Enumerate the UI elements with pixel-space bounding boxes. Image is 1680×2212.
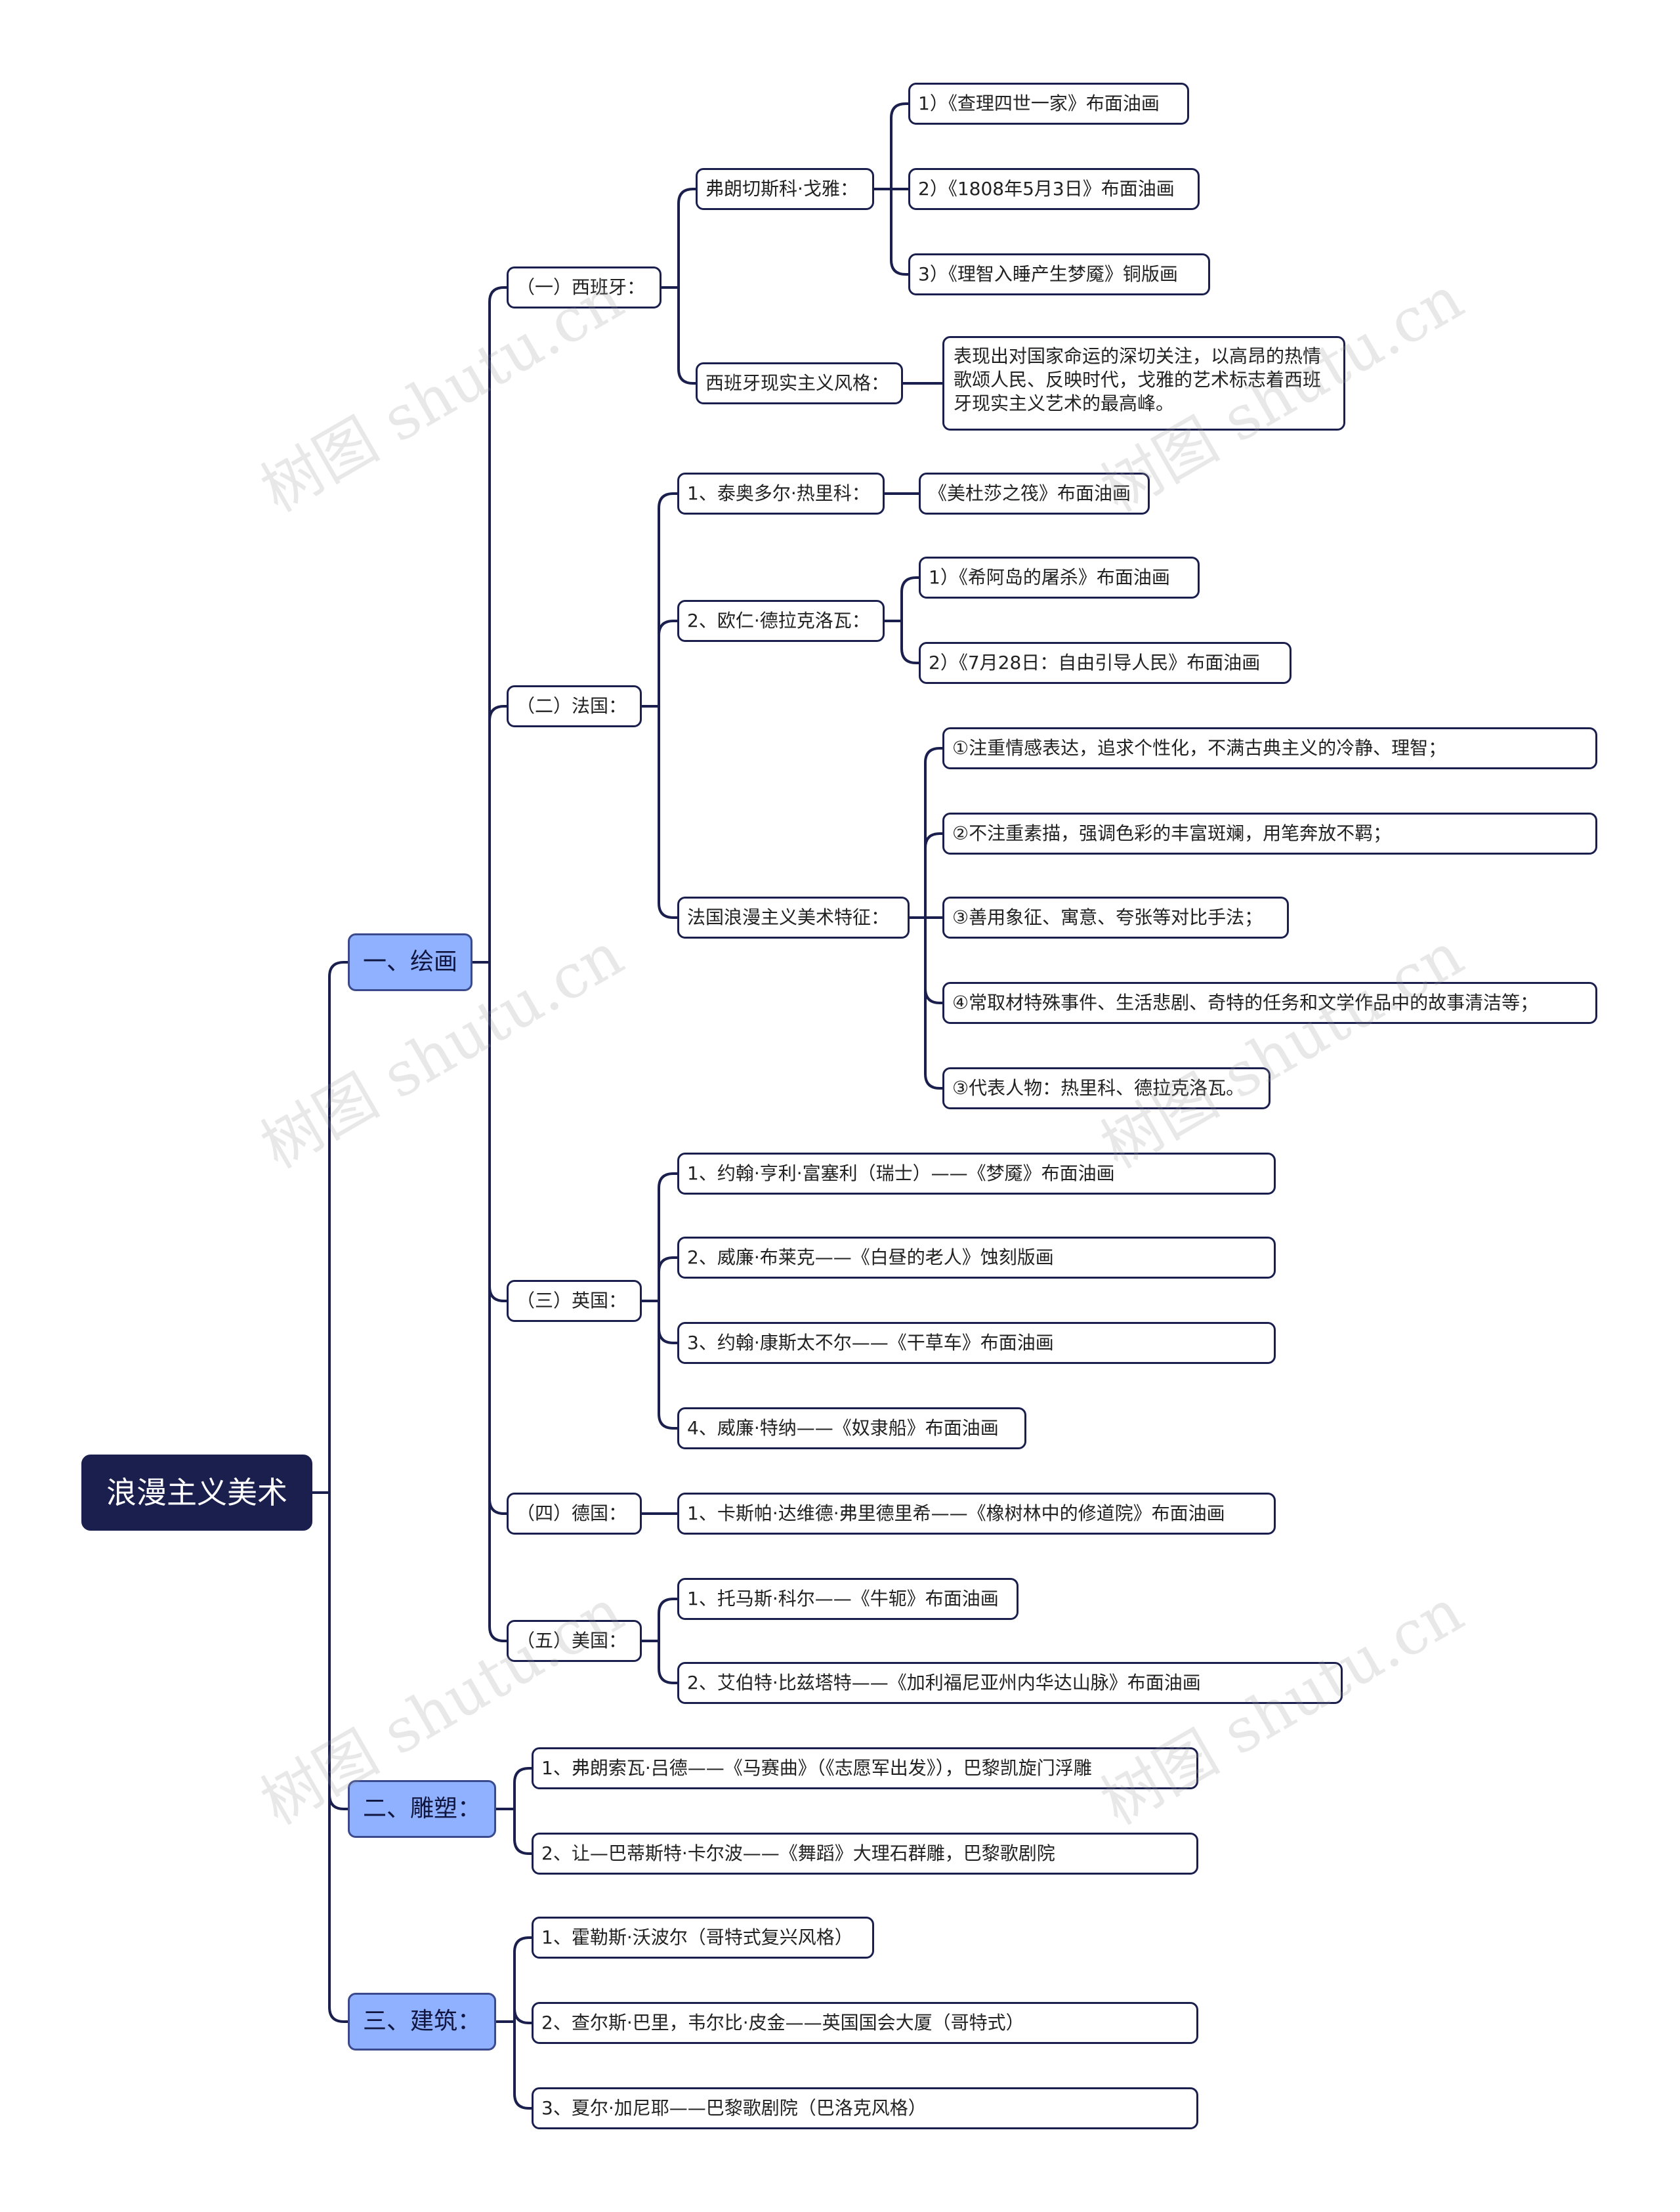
america-node[interactable]: （五）美国： [507,1620,642,1662]
architecture-item[interactable]: 1、霍勒斯·沃波尔（哥特式复兴风格） [532,1917,874,1959]
connector [488,962,507,1642]
america-item[interactable]: 2、艾伯特·比兹塔特——《加利福尼亚州内华达山脉》布面油画 [677,1662,1343,1704]
connector [658,492,677,706]
connector [658,1641,677,1684]
germany-node[interactable]: （四）德国： [507,1493,642,1535]
america-item[interactable]: 1、托马斯·科尔——《牛轭》布面油画 [677,1578,1018,1620]
delacroix-work-2[interactable]: 2）《7月28日：自由引导人民》布面油画 [919,642,1292,684]
england-node[interactable]: （三）英国： [507,1280,642,1322]
connector [513,1809,532,1855]
architecture-item[interactable]: 2、查尔斯·巴里，韦尔比·皮金——英国国会大厦（哥特式） [532,2002,1198,2044]
feature-item[interactable]: ①注重情感表达，追求个性化，不满古典主义的冷静、理智； [942,727,1597,769]
connector [513,2022,532,2110]
sculpture-item[interactable]: 1、弗朗索瓦·吕德——《马赛曲》（《志愿军出发》），巴黎凯旋门浮雕 [532,1747,1198,1789]
connector [924,918,942,1090]
connector [328,1493,348,2023]
branch-painting[interactable]: 一、绘画 [348,933,472,991]
sculpture-item[interactable]: 2、让—巴蒂斯特·卡尔波——《舞蹈》大理石群雕，巴黎歌剧院 [532,1833,1198,1875]
connector [488,705,507,962]
goya-work-3[interactable]: 3）《理智入睡产生梦魇》铜版画 [908,253,1210,295]
connector [513,2008,532,2024]
connector [924,747,942,918]
connector [513,1767,532,1809]
connector [658,1256,677,1301]
spain-realism-node[interactable]: 西班牙现实主义风格： [696,362,903,404]
feature-item[interactable]: ③善用象征、寓意、夸张等对比手法； [942,897,1289,939]
connector [658,620,677,706]
feature-item[interactable]: ④常取材特殊事件、生活悲剧、奇特的任务和文学作品中的故事清洁等； [942,982,1597,1024]
delacroix-node[interactable]: 2、欧仁·德拉克洛瓦： [677,600,885,642]
connector [658,706,677,919]
features-node[interactable]: 法国浪漫主义美术特征： [677,897,910,939]
connector [658,1598,677,1641]
connector [658,1172,677,1301]
connector [658,1301,677,1344]
connector [488,962,507,1302]
france-node[interactable]: （二）法国： [507,685,642,727]
gericault-node[interactable]: 1、泰奥多尔·热里科： [677,473,885,515]
connector [924,918,942,1004]
germany-item[interactable]: 1、卡斯帕·达维德·弗里德里希——《橡树林中的修道院》布面油画 [677,1493,1276,1535]
england-item[interactable]: 3、约翰·康斯太不尔——《干草车》布面油画 [677,1322,1276,1364]
architecture-item[interactable]: 3、夏尔·加尼耶——巴黎歌剧院（巴洛克风格） [532,2087,1198,2129]
spain-node[interactable]: （一）西班牙： [507,266,662,308]
feature-item[interactable]: ②不注重素描，强调色彩的丰富斑斓，用笔奔放不羁； [942,813,1597,855]
gericault-work[interactable]: 《美杜莎之筏》布面油画 [919,473,1150,515]
connector [328,1493,348,1810]
connector [900,576,919,621]
feature-item[interactable]: ③代表人物：热里科、德拉克洛瓦。 [942,1067,1270,1109]
root-node[interactable]: 浪漫主义美术 [81,1455,312,1531]
connector [677,287,696,385]
goya-work-2[interactable]: 2）《1808年5月3日》布面油画 [908,168,1200,210]
england-item[interactable]: 4、威廉·特纳——《奴隶船》布面油画 [677,1407,1026,1449]
connector [513,1936,532,2022]
goya-work-1[interactable]: 1）《查理四世一家》布面油画 [908,83,1189,125]
connector [924,832,942,918]
connector [488,286,507,962]
connector [677,188,696,287]
goya-node[interactable]: 弗朗切斯科·戈雅： [696,168,874,210]
branch-architecture[interactable]: 三、建筑： [348,1993,496,2051]
connector [328,961,348,1493]
england-item[interactable]: 1、约翰·亨利·富塞利（瑞士）——《梦魇》布面油画 [677,1153,1276,1195]
branch-sculpture[interactable]: 二、雕塑： [348,1780,496,1838]
delacroix-work-1[interactable]: 1）《希阿岛的屠杀》布面油画 [919,557,1200,599]
connector [488,962,507,1515]
connector [890,189,908,276]
connector [890,102,908,189]
connector [658,1301,677,1430]
spain-realism-desc[interactable]: 表现出对国家命运的深切关注，以高昂的热情歌颂人民、反映时代，戈雅的艺术标志着西班… [942,336,1345,431]
england-item[interactable]: 2、威廉·布莱克——《白昼的老人》蚀刻版画 [677,1237,1276,1279]
connector [900,621,919,664]
